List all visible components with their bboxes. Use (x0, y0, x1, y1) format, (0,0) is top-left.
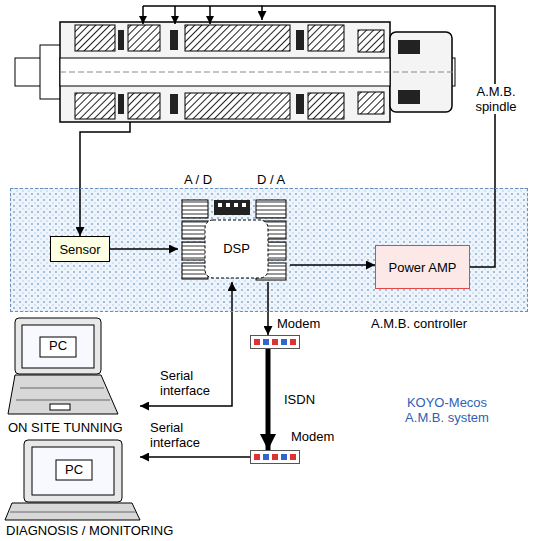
drawing-part (20, 388, 104, 389)
drawing-part (281, 454, 287, 460)
drawing-part (308, 25, 344, 51)
drawing-part (358, 30, 384, 52)
drawing-part (75, 25, 115, 51)
node-text: Power AMP (389, 260, 457, 275)
drawing-part (358, 92, 384, 114)
drawing-part (185, 93, 290, 119)
drawing-part (242, 203, 246, 207)
drawing-part (226, 203, 230, 207)
node-text: PC (40, 338, 76, 353)
controller-region: A.M.B. controllerSensorDSPPower AMP (10, 188, 528, 312)
connector (290, 264, 375, 266)
drawing-part (5, 503, 140, 520)
drawing-part (263, 339, 269, 345)
coil-wire (143, 6, 262, 24)
drawing-part (272, 339, 278, 345)
node-text: DSP (205, 241, 268, 256)
drawing-part (10, 512, 136, 513)
drawing-part (296, 94, 304, 114)
drawing-part (8, 375, 118, 414)
node-text: A.M.B. spindle (458, 84, 534, 114)
node-text: Modem (291, 429, 347, 444)
converter-label: A / D (181, 172, 215, 187)
connector (140, 282, 232, 406)
drawing-part (128, 25, 160, 51)
drawing-part (398, 40, 420, 54)
connector (110, 248, 178, 250)
spindle-node: A.M.B. spindle (15, 20, 536, 122)
desktop-pc: PC (8, 438, 140, 524)
drawing-part (128, 93, 160, 119)
node-text: Modem (277, 316, 333, 331)
drawing-part (263, 454, 269, 460)
connector (80, 122, 130, 236)
drawing-part (24, 440, 122, 502)
drawing-part (214, 200, 250, 215)
drawing-part (170, 30, 178, 50)
drawing-part (143, 5, 262, 7)
controller-ground (10, 188, 528, 312)
drawing-part (15, 58, 455, 86)
laptop-drawing (8, 318, 118, 414)
desktop-drawing (5, 440, 140, 520)
drawing-part (60, 72, 455, 73)
drawing-part (281, 339, 287, 345)
node-text: Sensor (59, 242, 100, 257)
drawing-part (118, 30, 124, 50)
dsp-chip: DSP (178, 198, 290, 282)
connector (266, 349, 271, 450)
drawing-part (290, 454, 296, 460)
power-amp-box: Power AMP (375, 245, 470, 289)
drawing-part (142, 6, 144, 24)
drawing-part (50, 404, 70, 410)
edge-label: ISDN (284, 392, 324, 407)
modem-box: Modem (250, 450, 300, 464)
drawing-part (15, 318, 101, 374)
drawing-part (290, 339, 296, 345)
drawing-part (118, 94, 124, 114)
drawing-part (182, 242, 208, 260)
drawing-part (234, 203, 238, 207)
modem-box: Modem (250, 335, 300, 349)
laptop-pc: PC (10, 316, 140, 416)
drawing-part (398, 90, 420, 104)
system-name: KOYO-Mecos A.M.B. system (392, 395, 502, 425)
edge-label: Serial interface (150, 420, 212, 450)
drawing-part (209, 6, 211, 24)
caption-text: DIAGNOSIS / MONITORING (6, 523, 176, 538)
drawing-part (182, 221, 208, 239)
drawing-part (16, 400, 110, 401)
drawing-part (256, 200, 286, 218)
connector (262, 6, 495, 267)
drawing-part (205, 220, 268, 278)
drawing-part (182, 200, 208, 218)
drawing-part (56, 460, 92, 480)
drawing-part (308, 93, 344, 119)
converter-label: D / A (252, 172, 290, 187)
drawing-part (272, 454, 278, 460)
drawing-part (40, 337, 76, 357)
drawing-part (185, 25, 290, 51)
drawing-part (254, 339, 260, 345)
drawing-part (170, 94, 178, 114)
caption-text: ON SITE TUNNING (8, 420, 138, 435)
drawing-part (32, 447, 114, 495)
drawing-part (218, 203, 222, 207)
spindle-drawing (15, 22, 455, 122)
connector (267, 282, 269, 335)
connector (140, 456, 250, 458)
drawing-part (22, 325, 94, 368)
converter-chips (182, 200, 286, 280)
drawing-part (75, 93, 115, 119)
drawing-part (296, 30, 304, 50)
edge-label: Serial interface (160, 368, 222, 398)
node-text: PC (56, 462, 92, 477)
node-text: A.M.B. controller (371, 316, 511, 331)
drawing-part (254, 454, 260, 460)
drawing-part (182, 263, 208, 279)
drawing-part (174, 6, 176, 24)
sensor-box: Sensor (50, 236, 110, 262)
